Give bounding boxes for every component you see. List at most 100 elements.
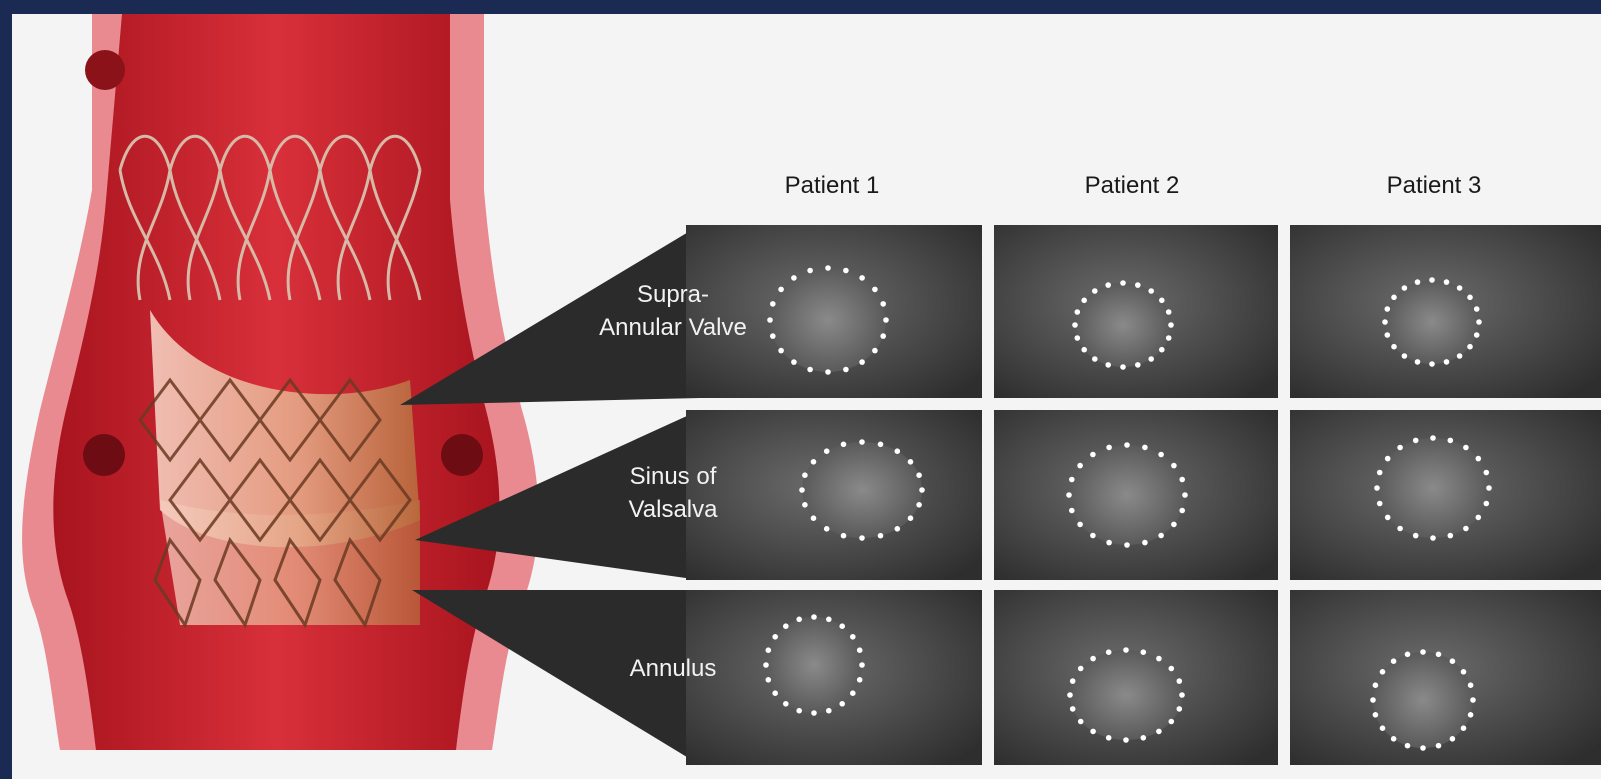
perimeter-marker-dot: [826, 617, 832, 623]
perimeter-marker-dot: [1182, 492, 1188, 498]
perimeter-marker-dot: [1382, 319, 1388, 325]
perimeter-marker-dot: [1156, 656, 1162, 662]
perimeter-marker-dot: [1385, 515, 1391, 521]
perimeter-marker-dot: [1484, 470, 1490, 476]
perimeter-marker-dot: [1070, 678, 1076, 684]
perimeter-marker-dot: [772, 690, 778, 696]
perimeter-marker-dot: [1385, 306, 1391, 312]
perimeter-marker-dot: [859, 662, 865, 668]
perimeter-marker-dot: [1457, 285, 1463, 291]
perimeter-marker-dot: [1374, 485, 1380, 491]
perimeter-marker-dot: [1106, 445, 1112, 451]
perimeter-marker-dot: [1159, 347, 1165, 353]
perimeter-marker-dot: [824, 526, 830, 532]
perimeter-marker-dot: [1081, 298, 1087, 304]
perimeter-marker-dot: [1373, 682, 1379, 688]
perimeter-marker-dot: [778, 348, 784, 354]
column-header-patient-2: Patient 2: [988, 172, 1276, 200]
perimeter-marker-dot: [796, 708, 802, 714]
perimeter-marker-dot: [872, 348, 878, 354]
perimeter-marker-dot: [1075, 309, 1081, 315]
aortic-lumen-cross-section: [766, 617, 862, 713]
perimeter-marker-dot: [1444, 279, 1450, 285]
perimeter-marker-dot: [1077, 522, 1083, 528]
perimeter-marker-dot: [824, 448, 830, 454]
perimeter-marker-dot: [807, 268, 813, 274]
perimeter-marker-dot: [1142, 540, 1148, 546]
perimeter-marker-dot: [1420, 745, 1426, 751]
perimeter-marker-dot: [1106, 735, 1112, 741]
perimeter-marker-dot: [826, 708, 832, 714]
perimeter-marker-dot: [1402, 353, 1408, 359]
perimeter-marker-dot: [783, 623, 789, 629]
perimeter-marker-dot: [1380, 725, 1386, 731]
perimeter-marker-dot: [796, 617, 802, 623]
perimeter-marker-dot: [1090, 533, 1096, 539]
perimeter-marker-dot: [1397, 445, 1403, 451]
column-header-patient-1: Patient 1: [688, 172, 976, 200]
perimeter-marker-dot: [1430, 535, 1436, 541]
coronary-ostium-top: [85, 50, 125, 90]
perimeter-marker-dot: [1169, 666, 1175, 672]
perimeter-marker-dot: [1377, 470, 1383, 476]
perimeter-marker-dot: [872, 287, 878, 293]
perimeter-marker-dot: [1166, 309, 1172, 315]
perimeter-marker-dot: [1463, 526, 1469, 532]
perimeter-marker-dot: [1391, 344, 1397, 350]
ct-scan-grid: [686, 225, 1601, 765]
perimeter-marker-dot: [843, 268, 849, 274]
perimeter-marker-dot: [839, 623, 845, 629]
perimeter-marker-dot: [1402, 285, 1408, 291]
perimeter-marker-dot: [1105, 362, 1111, 368]
perimeter-marker-dot: [908, 459, 914, 465]
perimeter-marker-dot: [1484, 501, 1490, 507]
perimeter-marker-dot: [1467, 295, 1473, 301]
perimeter-marker-dot: [1467, 344, 1473, 350]
perimeter-marker-dot: [1405, 743, 1411, 749]
perimeter-marker-dot: [895, 526, 901, 532]
perimeter-marker-dot: [1141, 649, 1147, 655]
perimeter-marker-dot: [1397, 526, 1403, 532]
aortic-lumen-cross-section: [1069, 445, 1185, 545]
perimeter-marker-dot: [1077, 463, 1083, 469]
perimeter-marker-dot: [1470, 697, 1476, 703]
perimeter-marker-dot: [1106, 540, 1112, 546]
perimeter-marker-dot: [1415, 359, 1421, 365]
perimeter-marker-dot: [859, 359, 865, 365]
perimeter-marker-dot: [811, 614, 817, 620]
perimeter-marker-dot: [841, 442, 847, 448]
perimeter-marker-dot: [791, 359, 797, 365]
perimeter-marker-dot: [1124, 442, 1130, 448]
perimeter-marker-dot: [1067, 692, 1073, 698]
perimeter-marker-dot: [1448, 533, 1454, 539]
perimeter-marker-dot: [1450, 658, 1456, 664]
perimeter-marker-dot: [1078, 666, 1084, 672]
perimeter-marker-dot: [878, 533, 884, 539]
perimeter-marker-dot: [1474, 332, 1480, 338]
perimeter-marker-dot: [1385, 332, 1391, 338]
perimeter-marker-dot: [772, 634, 778, 640]
perimeter-marker-dot: [791, 275, 797, 281]
row-label-line: Sinus of: [568, 460, 778, 493]
perimeter-marker-dot: [1090, 452, 1096, 458]
perimeter-marker-dot: [880, 301, 886, 307]
perimeter-marker-dot: [1429, 277, 1435, 283]
perimeter-marker-dot: [1135, 362, 1141, 368]
perimeter-marker-dot: [1405, 652, 1411, 658]
perimeter-marker-dot: [1066, 492, 1072, 498]
perimeter-marker-dot: [1476, 319, 1482, 325]
perimeter-marker-dot: [1468, 712, 1474, 718]
perimeter-marker-dot: [1461, 725, 1467, 731]
perimeter-marker-dot: [880, 333, 886, 339]
perimeter-marker-dot: [1413, 438, 1419, 444]
perimeter-marker-dot: [1179, 508, 1185, 514]
perimeter-marker-dot: [1380, 669, 1386, 675]
perimeter-marker-dot: [1370, 697, 1376, 703]
perimeter-marker-dot: [1156, 729, 1162, 735]
perimeter-marker-dot: [825, 265, 831, 271]
perimeter-marker-dot: [857, 647, 863, 653]
perimeter-marker-dot: [1448, 438, 1454, 444]
perimeter-marker-dot: [916, 472, 922, 478]
perimeter-marker-dot: [850, 634, 856, 640]
coronary-ostium-right: [441, 434, 483, 476]
